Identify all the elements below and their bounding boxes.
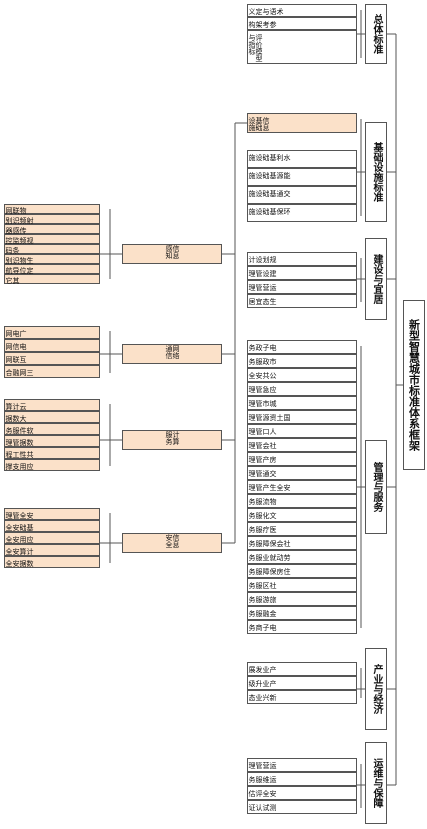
list-item: 旅游服务 bbox=[247, 592, 357, 606]
category-construction: 建设与宜居 bbox=[365, 238, 387, 320]
list-item: 评价模型与指标 bbox=[247, 30, 357, 64]
list-item: 互联网 bbox=[4, 352, 100, 365]
list-item: 人口管理 bbox=[247, 424, 357, 438]
list-item: 能源基础设施 bbox=[247, 168, 357, 186]
list-item: 云计算 bbox=[4, 399, 100, 411]
list-item: 应用支撑 bbox=[4, 459, 100, 471]
list-item: 产业发展 bbox=[247, 662, 357, 676]
list-item: 物流服务 bbox=[247, 494, 357, 508]
list-item: 应急管理 bbox=[247, 382, 357, 396]
group-network: 网络通信 bbox=[122, 344, 222, 364]
list-item: 文化服务 bbox=[247, 508, 357, 522]
list-item: 公共安全 bbox=[247, 368, 357, 382]
list-item: 定位导航 bbox=[4, 264, 100, 274]
list-item: 社会管理 bbox=[247, 438, 357, 452]
list-item: 生物识别 bbox=[4, 254, 100, 264]
list-item: 国土资源管理 bbox=[247, 410, 357, 424]
list-item: 电子政务 bbox=[247, 340, 357, 354]
list-item: 城市管理 bbox=[247, 396, 357, 410]
list-item: 运营管理 bbox=[247, 758, 357, 772]
list-item: 物联网 bbox=[4, 204, 100, 214]
group-security: 信息安全 bbox=[122, 533, 222, 553]
list-item: 产业升级 bbox=[247, 676, 357, 690]
list-item: 射频识别 bbox=[4, 214, 100, 224]
list-item: 安全生产管理 bbox=[247, 480, 357, 494]
list-item: 金融服务 bbox=[247, 606, 357, 620]
group-computing: 计算服务 bbox=[122, 430, 222, 450]
list-item: 医疗服务 bbox=[247, 522, 357, 536]
list-item: 视频监控 bbox=[4, 234, 100, 244]
list-item: 交通基础设施 bbox=[247, 186, 357, 204]
list-item: 条码 bbox=[4, 244, 100, 254]
list-item: 测试认证 bbox=[247, 800, 357, 814]
list-item: 建设管理 bbox=[247, 266, 357, 280]
list-item: 数据管理 bbox=[4, 435, 100, 447]
list-item: 交通管理 bbox=[247, 466, 357, 480]
category-operation-guarantee: 运维与保障 bbox=[365, 742, 387, 824]
root-title: 新型智慧城市标准体系框架 bbox=[407, 319, 421, 451]
list-item: 软件服务 bbox=[4, 423, 100, 435]
list-item: 计算安全 bbox=[4, 544, 100, 556]
group-info-sensing: 信息感知 bbox=[122, 244, 222, 264]
list-item: 电子商务 bbox=[247, 620, 357, 634]
list-item: 其它 bbox=[4, 274, 100, 284]
list-item: 社区服务 bbox=[247, 578, 357, 592]
list-item: 广电网 bbox=[4, 326, 100, 339]
list-item: 规划设计 bbox=[247, 252, 357, 266]
list-item: 术语与定义 bbox=[247, 4, 357, 17]
list-item: 水利基础设施 bbox=[247, 150, 357, 168]
list-item: 应用安全 bbox=[4, 532, 100, 544]
list-item: 环保基础设施 bbox=[247, 204, 357, 222]
list-item: 运维服务 bbox=[247, 772, 357, 786]
category-infrastructure: 基础设施标准 bbox=[365, 122, 387, 222]
list-item: 运营管理 bbox=[247, 280, 357, 294]
category-management-service: 管理与服务 bbox=[365, 440, 387, 534]
list-item: 传感器 bbox=[4, 224, 100, 234]
root-box: 新型智慧城市标准体系框架 bbox=[403, 300, 425, 470]
list-item: 基础安全 bbox=[4, 520, 100, 532]
list-item: 市政服务 bbox=[247, 354, 357, 368]
list-item: 住房保障服务 bbox=[247, 564, 357, 578]
list-item: 劳动就业服务 bbox=[247, 550, 357, 564]
list-item: 电信网 bbox=[4, 339, 100, 352]
category-general: 总体标准 bbox=[365, 4, 387, 64]
list-item: 房产管理 bbox=[247, 452, 357, 466]
list-item: 参考架构 bbox=[247, 17, 357, 30]
list-item: 大数据 bbox=[4, 411, 100, 423]
list-item-info-infra: 信息基础设施 bbox=[247, 113, 357, 133]
list-item: 社会保障服务 bbox=[247, 536, 357, 550]
list-item: 新兴业态 bbox=[247, 690, 357, 704]
list-item: 安全管理 bbox=[4, 508, 100, 520]
list-item: 三网融合 bbox=[4, 365, 100, 378]
category-industry-economy: 产业与经济 bbox=[365, 648, 387, 730]
list-item: 数据安全 bbox=[4, 556, 100, 568]
list-item: 生态宜居 bbox=[247, 294, 357, 308]
list-item: 安全评估 bbox=[247, 786, 357, 800]
list-item: 共性工程 bbox=[4, 447, 100, 459]
